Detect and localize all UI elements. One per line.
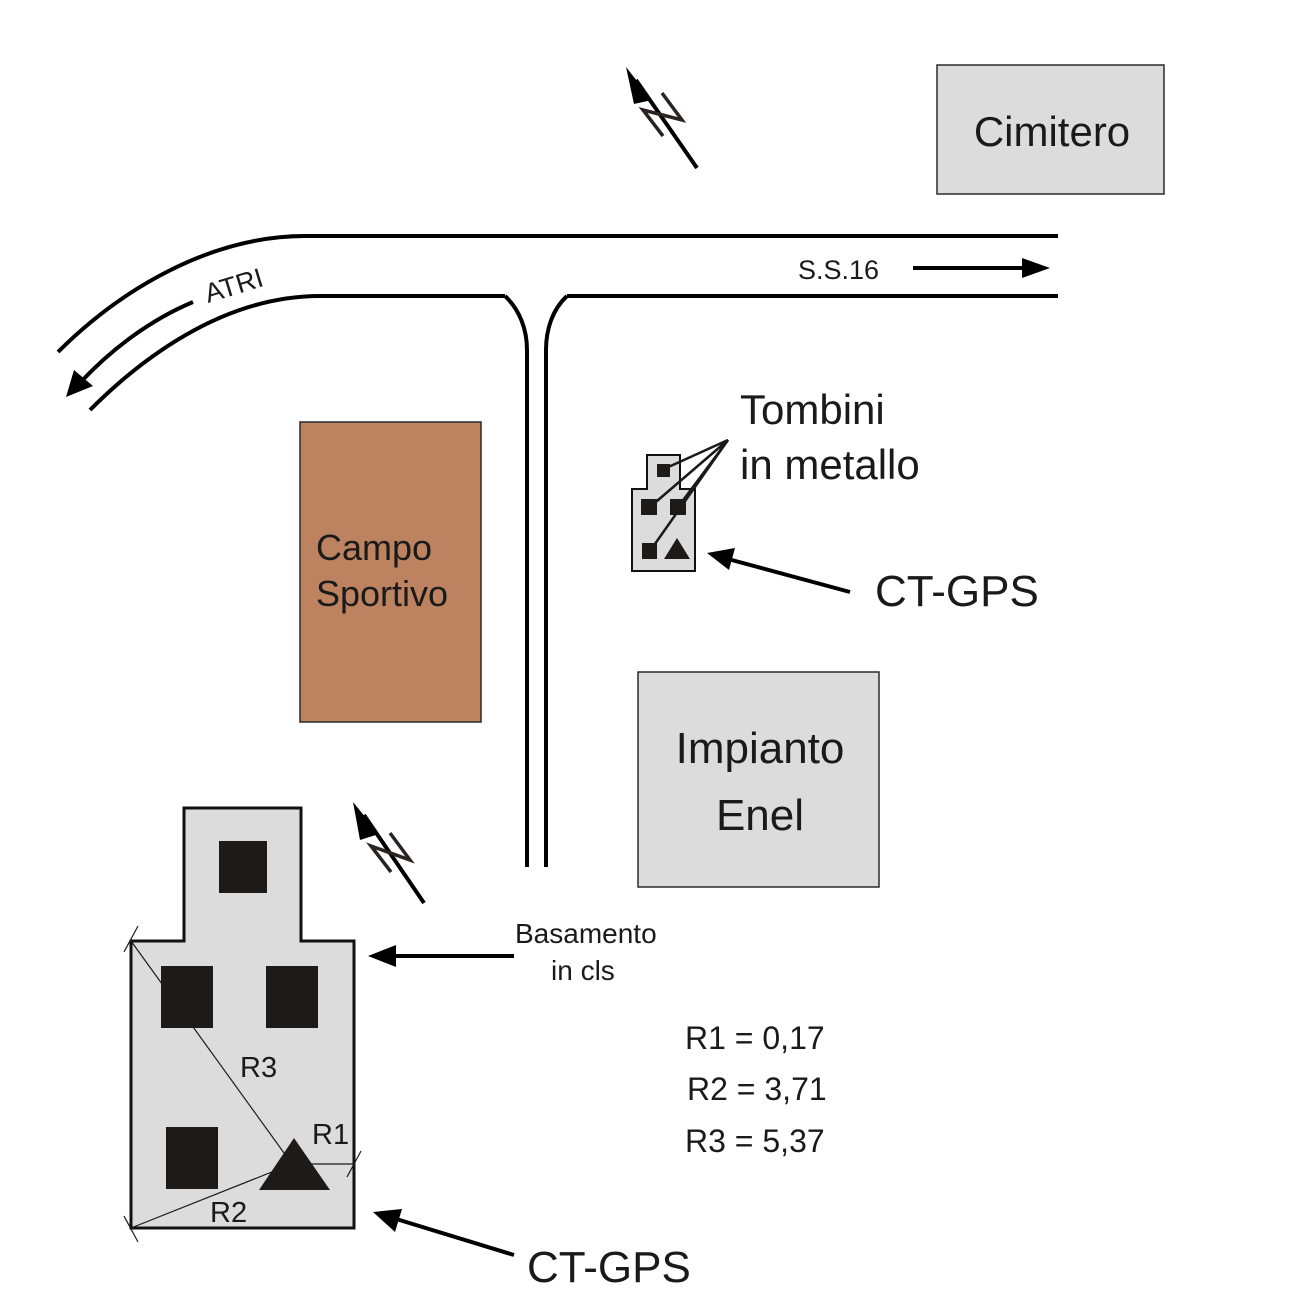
ct-gps-top-callout: CT-GPS [707,548,1039,616]
measurement-r3: R3 = 5,37 [685,1123,825,1159]
gps-marker-icon [664,538,690,559]
basamento-label-line2: in cls [551,955,615,986]
impianto-enel-label-line2: Enel [716,791,804,840]
r2-label: R2 [210,1197,247,1229]
tick-mark [346,1150,362,1178]
ct-gps-top-label: CT-GPS [875,567,1039,616]
campo-sportivo-building[interactable]: Campo Sportivo [299,421,482,723]
road-network: ATRI S.S.16 [56,234,1058,867]
r3-label: R3 [240,1052,277,1084]
tombini-plan-small[interactable] [631,438,730,572]
atri-arrowhead [66,370,93,397]
north-n-glyph [365,831,415,874]
measurement-r2: R2 = 3,71 [687,1071,827,1107]
campo-sportivo-label-line1: Campo [316,527,432,568]
north-arrow-icon [626,67,699,170]
tombini-label-line2: in metallo [740,441,920,488]
north-arrow-icon [353,802,426,905]
cimitero-building[interactable]: Cimitero [936,64,1165,195]
campo-sportivo-label-line2: Sportivo [316,573,448,614]
tick-mark [123,925,139,953]
road-junction-east [544,294,1058,867]
ss16-label: S.S.16 [798,255,879,285]
tombino-square [219,841,267,893]
measurements-list: R1 = 0,17 R2 = 3,71 R3 = 5,37 [685,1020,827,1159]
r2-line [130,1163,293,1229]
north-n-glyph [638,91,687,138]
tombino-square [166,1127,218,1189]
ss16-arrowhead [1022,258,1050,278]
tombino-square [266,966,318,1028]
impianto-enel-building[interactable]: Impianto Enel [637,671,880,888]
cimitero-label: Cimitero [974,108,1130,155]
road-south-edge-west [88,294,505,412]
atri-label: ATRI [201,263,267,309]
basamento-label-line1: Basamento [515,918,657,949]
measurement-r1: R1 = 0,17 [685,1020,825,1056]
impianto-enel-label-line1: Impianto [676,724,845,773]
tick-mark [123,1215,139,1243]
ct-gps-bottom-callout: CT-GPS [373,1209,691,1292]
basamento-callout: Basamento in cls [368,918,657,986]
r3-line [130,940,293,1165]
r1-label: R1 [312,1119,349,1151]
road-north-edge [56,234,1058,354]
ct-gps-bottom-label: CT-GPS [527,1243,691,1292]
atri-direction-arrow [76,300,194,387]
basamento-plan-detail[interactable]: R3 R1 R2 [123,806,362,1243]
road-junction-west [503,294,529,867]
tombini-label-line1: Tombini [740,386,885,433]
